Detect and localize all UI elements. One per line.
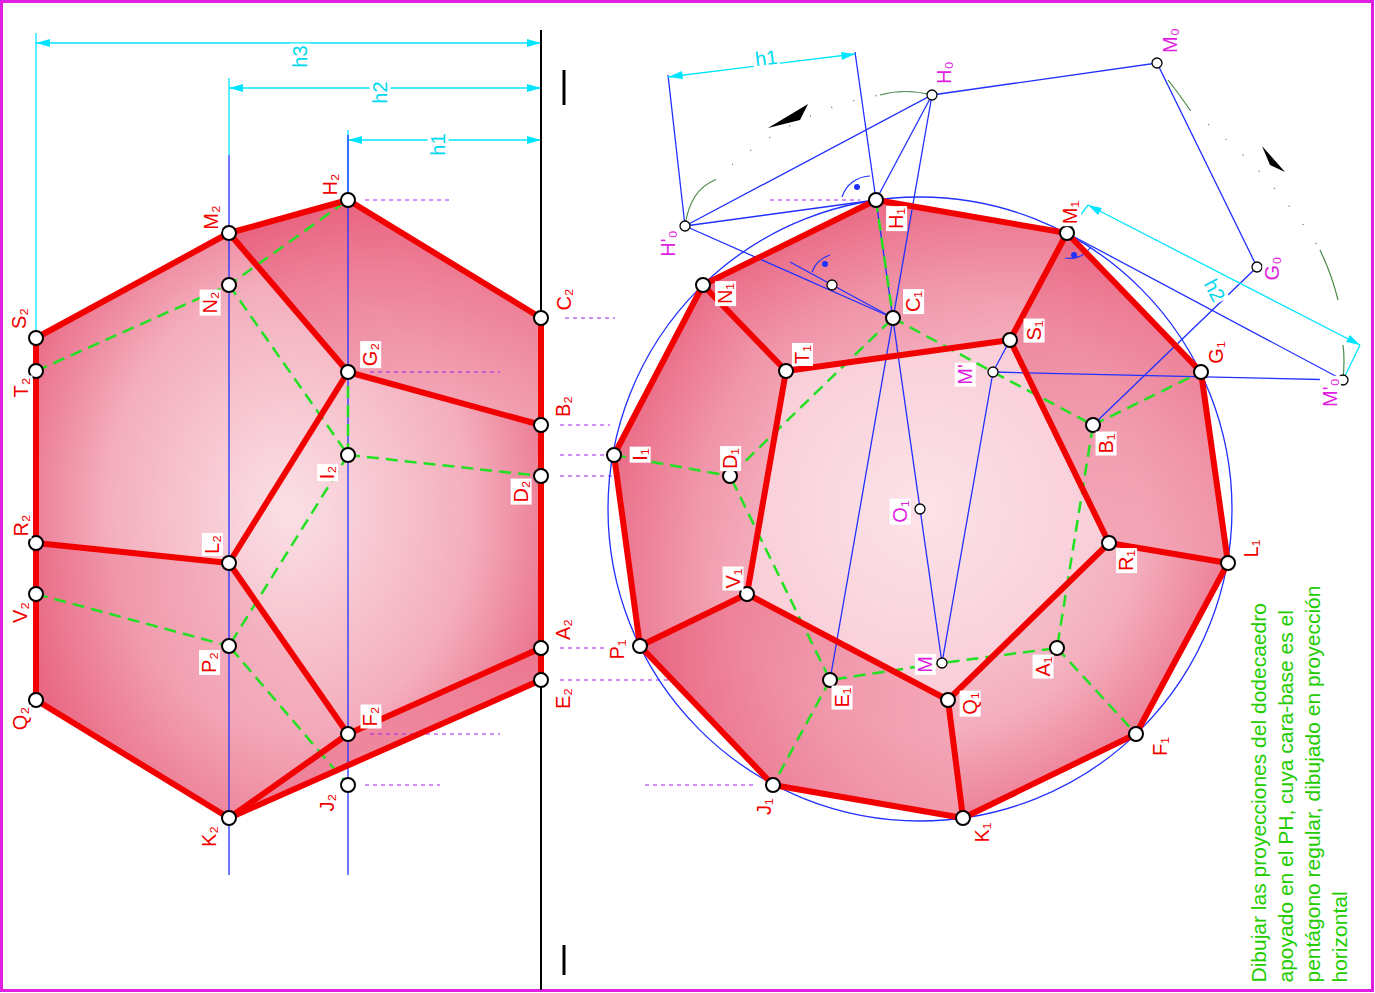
point-label: M₂ xyxy=(201,203,222,231)
point-label: G₁ xyxy=(1206,339,1227,365)
construction-label: M₀ xyxy=(1160,26,1181,55)
point-label: F₁ xyxy=(1150,735,1171,758)
point-label: J₁ xyxy=(754,796,775,817)
point-label: A₁ xyxy=(1033,654,1054,678)
point-label: Q₂ xyxy=(10,704,31,731)
point-label: S₂ xyxy=(9,305,30,330)
point-label: I₁ xyxy=(630,446,651,462)
point-label: J₂ xyxy=(317,791,338,813)
point-label: C₁ xyxy=(903,288,924,313)
construction-label: M'₀ xyxy=(1320,376,1341,409)
point-label: D₁ xyxy=(720,445,741,470)
construction-label: H'₀ xyxy=(658,228,679,259)
point-label: V₂ xyxy=(10,599,31,624)
point-label: A₂ xyxy=(553,616,574,641)
point-label: K₂ xyxy=(199,823,220,848)
point-label: L₂ xyxy=(201,533,222,556)
point-label: M₁ xyxy=(1060,198,1081,225)
point-label: D₂ xyxy=(511,478,532,504)
construction-label: G₀ xyxy=(1262,254,1283,282)
point-label: H₂ xyxy=(320,171,341,197)
point-label: K₁ xyxy=(972,820,993,844)
point-label: T₁ xyxy=(792,343,813,366)
point-label: B₂ xyxy=(553,393,574,418)
point-label: I₂ xyxy=(317,463,338,480)
point-label: P₂ xyxy=(199,649,220,674)
point-label: E₁ xyxy=(832,685,853,709)
dimension-label: h2 xyxy=(370,79,391,105)
construction-label: H₀ xyxy=(934,59,955,86)
point-label: L₁ xyxy=(1242,537,1263,559)
point-label: N₁ xyxy=(715,280,736,305)
point-label: S₁ xyxy=(1024,318,1045,342)
point-label: R₁ xyxy=(1116,547,1137,572)
point-label: T₂ xyxy=(11,375,32,399)
dimension-label: h1 xyxy=(752,46,781,70)
point-label: G₂ xyxy=(360,340,381,367)
point-label: C₂ xyxy=(554,286,575,312)
construction-label: M xyxy=(914,654,935,675)
point-label: R₂ xyxy=(11,512,32,538)
point-label: E₂ xyxy=(553,685,574,710)
point-label: Q₁ xyxy=(960,690,981,716)
construction-label: O₁ xyxy=(890,498,911,524)
point-label: H₁ xyxy=(886,205,907,230)
point-label: V₁ xyxy=(723,566,744,590)
instruction-note: Dibujar las proyecciones del dodecaedro … xyxy=(1244,526,1352,985)
point-label: P₁ xyxy=(607,637,628,661)
construction-label: M' xyxy=(954,362,975,386)
point-label: F₂ xyxy=(360,704,381,728)
point-label: N₂ xyxy=(200,289,221,315)
point-label: B₁ xyxy=(1096,431,1117,455)
dimension-label: h1 xyxy=(428,131,449,157)
dimension-label: h3 xyxy=(290,43,311,69)
dimension-label: h2 xyxy=(1199,273,1230,306)
